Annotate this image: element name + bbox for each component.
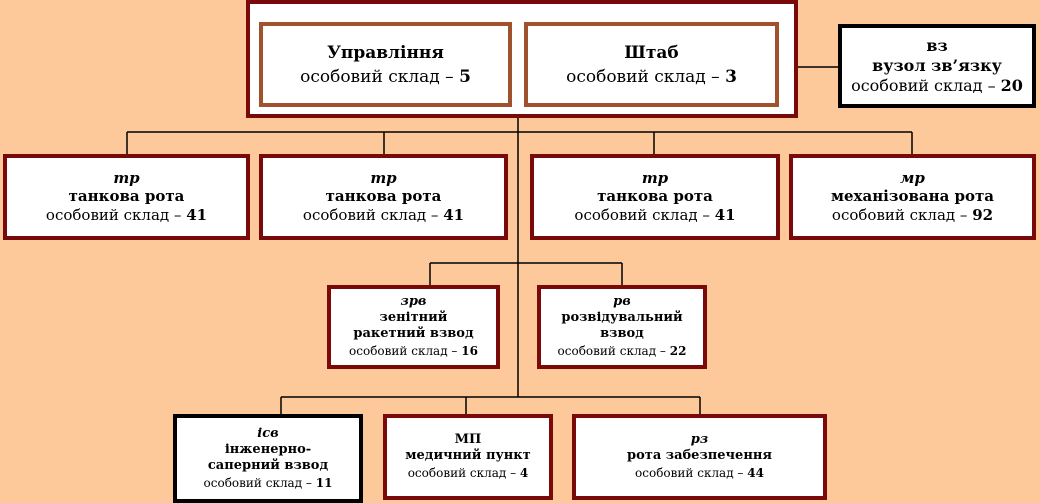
staff-label: особовий склад – — [851, 76, 996, 95]
unit-name: танкова рота — [597, 187, 713, 205]
staff-label: особовий склад – — [557, 344, 666, 358]
unit-abbr: тр — [370, 169, 397, 187]
unit-abbr: тр — [641, 169, 669, 187]
unit-staff: особовий склад – 92 — [832, 205, 993, 225]
unit-name: інженерно- — [224, 441, 312, 457]
support-box-engineer: ісв інженерно- саперний взвод особовий с… — [173, 414, 363, 503]
company-box-4: мр механізована рота особовий склад – 92 — [789, 154, 1036, 240]
staff-count: 22 — [669, 344, 687, 358]
staff-box: Штаб особовий склад – 3 — [524, 22, 779, 107]
staff-count: 16 — [461, 344, 478, 358]
unit-abbr: рз — [690, 432, 709, 447]
unit-name: саперний взвод — [207, 457, 329, 473]
unit-name: зенітний — [379, 310, 448, 325]
unit-staff: особовий склад – 41 — [303, 205, 464, 225]
unit-staff: особовий склад – 41 — [46, 205, 207, 225]
company-box-3: тр танкова рота особовий склад – 41 — [530, 154, 780, 240]
unit-abbr: МП — [454, 432, 482, 447]
unit-abbr: тр — [113, 169, 140, 187]
staff-count: 41 — [714, 206, 736, 224]
unit-name: медичний пункт — [405, 448, 531, 463]
comms-name: вузол зв’язку — [872, 56, 1002, 75]
staff-label: особовий склад – — [574, 206, 710, 224]
staff-label: особовий склад – — [407, 466, 517, 480]
unit-name: рота забезпечення — [627, 448, 772, 463]
unit-staff: особовий склад – 22 — [558, 342, 687, 360]
company-box-1: тр танкова рота особовий склад – 41 — [3, 154, 250, 240]
staff-label: особовий склад – — [566, 66, 720, 87]
comms-abbr: вз — [926, 36, 948, 55]
unit-name: розвідувальний — [561, 310, 683, 325]
staff-count: 5 — [459, 66, 471, 87]
unit-abbr: мр — [900, 169, 925, 187]
unit-name: механізована рота — [830, 187, 995, 205]
support-box-medical: МП медичний пункт особовий склад – 4 — [383, 414, 553, 500]
staff-count: 3 — [725, 66, 737, 87]
unit-name: танкова рота — [325, 187, 442, 205]
management-name: Управління — [327, 42, 444, 63]
unit-staff: особовий склад – 41 — [574, 205, 735, 225]
platoon-box-recon: рв розвідувальний взвод особовий склад –… — [537, 285, 707, 369]
unit-staff: особовий склад – 16 — [349, 342, 478, 360]
unit-name: танкова рота — [68, 187, 185, 205]
unit-name: взвод — [600, 326, 644, 341]
staff-count: 4 — [519, 466, 529, 480]
unit-staff: особовий склад – 11 — [204, 474, 333, 492]
management-box: Управління особовий склад – 5 — [259, 22, 512, 107]
company-box-2: тр танкова рота особовий склад – 41 — [259, 154, 508, 240]
staff-name: Штаб — [624, 42, 679, 63]
staff-count: 92 — [972, 206, 994, 224]
staff-label: особовий склад – — [302, 206, 439, 224]
comms-staff: особовий склад – 20 — [851, 76, 1023, 96]
unit-name: ракетний взвод — [353, 326, 474, 341]
unit-abbr: рв — [613, 294, 631, 309]
staff-count: 41 — [186, 206, 208, 224]
unit-abbr: зрв — [400, 294, 427, 309]
comms-node-box: вз вузол зв’язку особовий склад – 20 — [838, 24, 1036, 108]
platoon-box-air-defense: зрв зенітний ракетний взвод особовий скл… — [327, 285, 500, 369]
unit-staff: особовий склад – 44 — [635, 464, 764, 482]
staff-label: особовий склад – — [831, 206, 968, 224]
staff-count: 44 — [747, 466, 764, 480]
support-box-supply: рз рота забезпечення особовий склад – 44 — [572, 414, 827, 500]
staff-label: особовий склад – — [203, 475, 312, 490]
staff-label: особовий склад – — [635, 466, 744, 480]
staff-label: особовий склад – — [300, 66, 454, 87]
staff-staff: особовий склад – 3 — [566, 65, 737, 89]
staff-count: 11 — [315, 475, 333, 490]
management-staff: особовий склад – 5 — [300, 65, 471, 89]
staff-label: особовий склад – — [349, 344, 458, 358]
staff-count: 41 — [443, 206, 465, 224]
unit-staff: особовий склад – 4 — [408, 464, 529, 482]
staff-label: особовий склад – — [45, 206, 182, 224]
staff-count: 20 — [1000, 76, 1023, 95]
unit-abbr: ісв — [257, 425, 279, 441]
